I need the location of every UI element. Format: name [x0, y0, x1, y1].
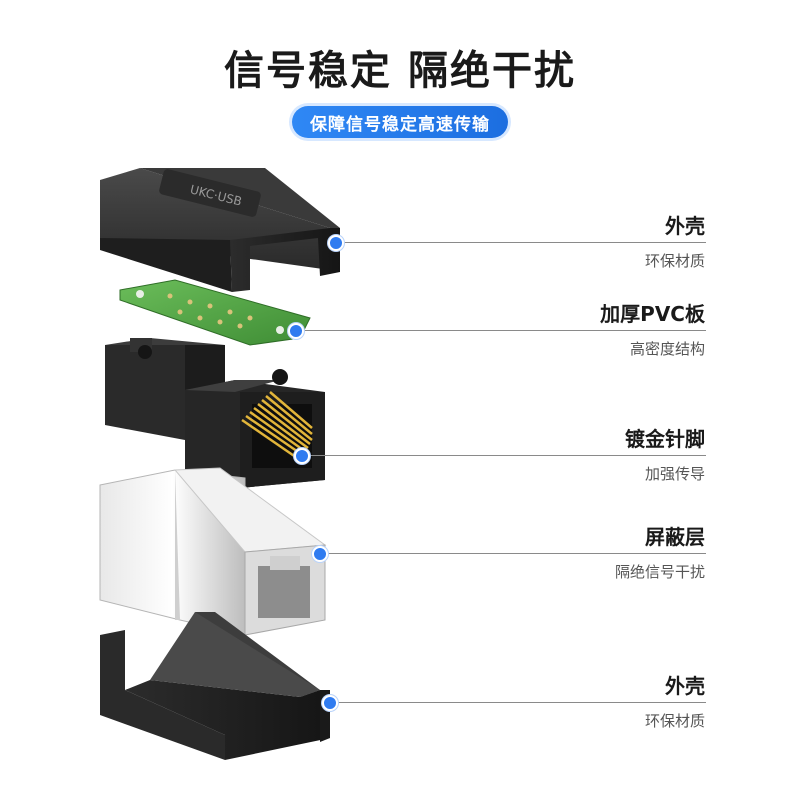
page-title: 信号稳定 隔绝干扰	[224, 48, 576, 94]
rj45-jack-front	[185, 369, 325, 488]
callout-dot	[294, 448, 310, 464]
part-desc: 隔绝信号干扰	[614, 563, 705, 581]
top-shell: UKC·USB	[100, 168, 340, 292]
metal-shield	[99, 467, 327, 636]
part-desc: 环保材质	[644, 712, 705, 730]
callout-dot	[322, 695, 338, 711]
bottom-shell	[100, 612, 330, 760]
subtitle-badge: 保障信号稳定高速传输	[292, 106, 508, 138]
callout-dot	[312, 546, 328, 562]
part-desc: 加强传导	[644, 465, 705, 483]
part-name: 外壳	[665, 674, 705, 698]
part-name: 屏蔽层	[645, 525, 705, 549]
part-desc: 高密度结构	[629, 340, 705, 358]
part-name: 加厚PVC板	[600, 302, 705, 326]
part-name: 镀金针脚	[625, 427, 705, 451]
pcb-board	[119, 279, 311, 346]
callout-dot	[288, 323, 304, 339]
part-desc: 环保材质	[644, 252, 705, 270]
part-name: 外壳	[665, 214, 705, 238]
callout-dot	[328, 235, 344, 251]
